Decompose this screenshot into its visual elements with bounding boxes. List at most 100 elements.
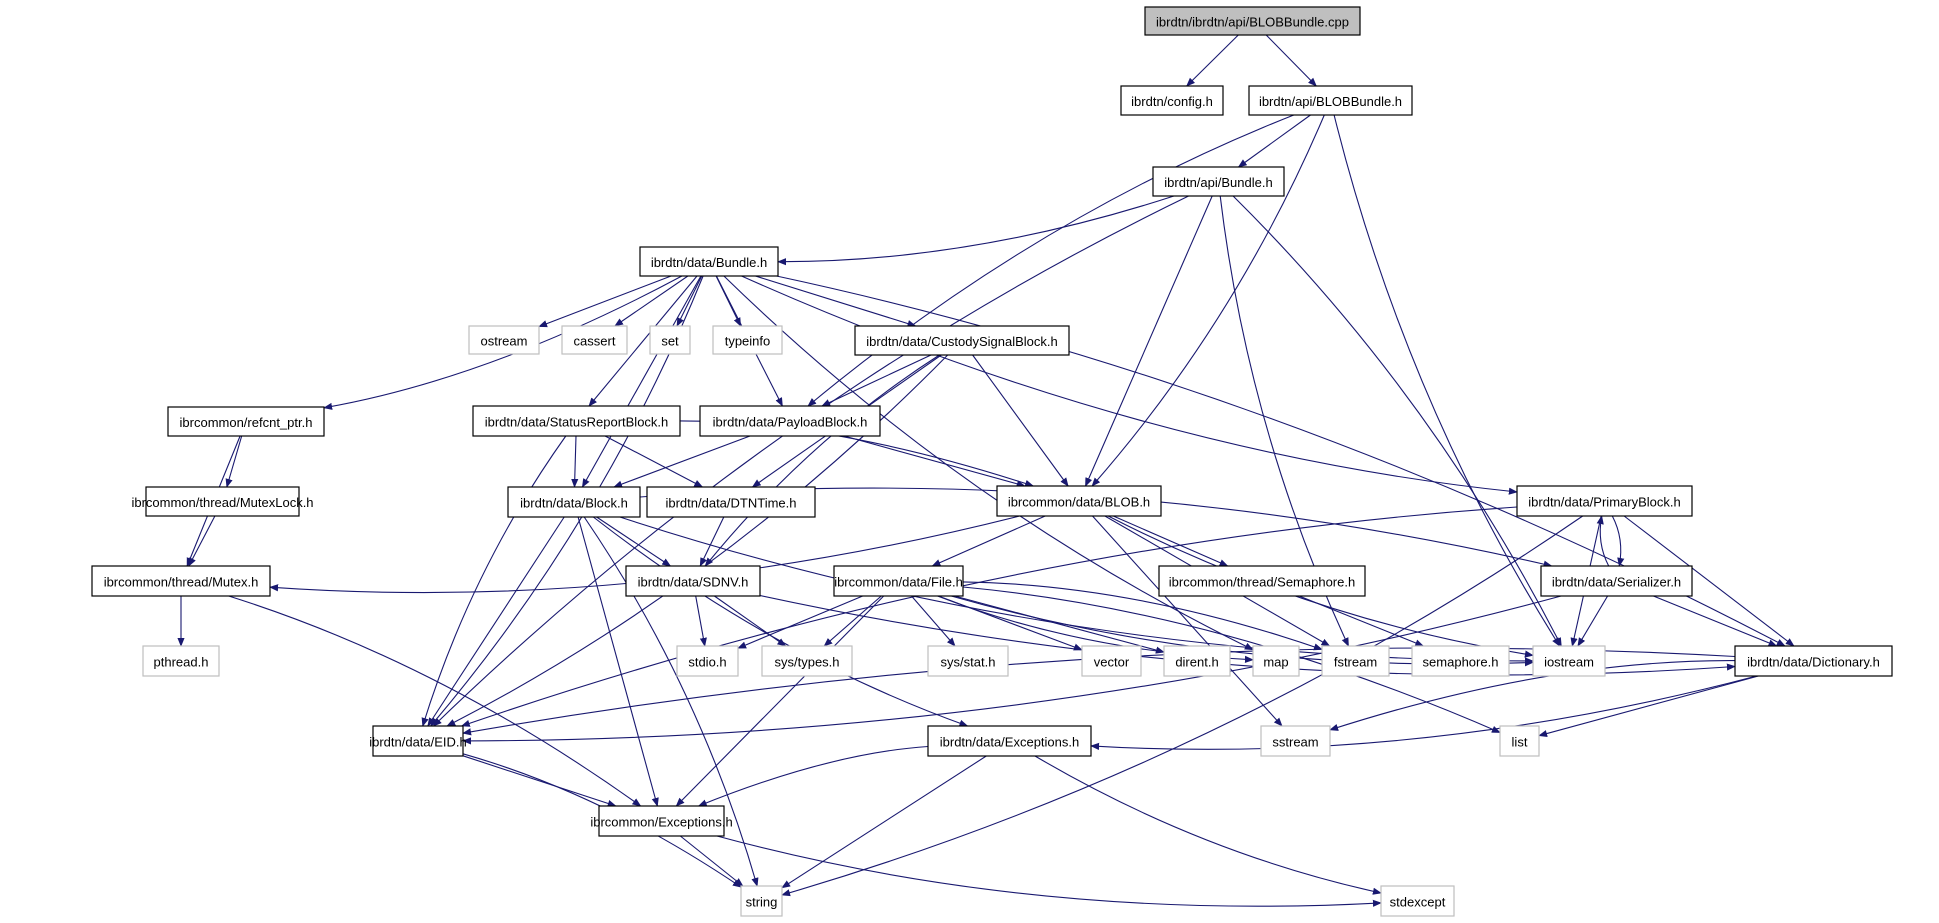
edge-dictionary-to-data_exc bbox=[1090, 675, 1757, 750]
node-box bbox=[996, 485, 1162, 517]
node-label: ibrcommon/Exceptions.h bbox=[590, 815, 732, 830]
edge-root-to-config bbox=[1186, 34, 1239, 87]
edge-payload-to-blob bbox=[844, 435, 1026, 488]
node-label: ibrdtn/api/BLOBBundle.h bbox=[1259, 94, 1402, 109]
node-box bbox=[625, 565, 761, 597]
node-box bbox=[598, 805, 725, 837]
node-box bbox=[649, 325, 691, 355]
node-refcnt[interactable]: ibrcommon/refcnt_ptr.h bbox=[167, 406, 325, 437]
node-semaphore-h[interactable]: ibrcommon/thread/Semaphore.h bbox=[1158, 565, 1366, 597]
edge-statusreport-to-block bbox=[571, 435, 579, 488]
node-mutexlock[interactable]: ibrcommon/thread/MutexLock.h bbox=[131, 486, 314, 517]
node-box bbox=[507, 486, 641, 518]
node-ostream: ostream bbox=[468, 325, 540, 355]
node-file[interactable]: ibrcommon/data/File.h bbox=[833, 565, 964, 597]
node-list: list bbox=[1499, 725, 1540, 757]
edge-serializer-to-dictionary bbox=[1653, 595, 1778, 647]
node-box bbox=[1260, 725, 1331, 757]
node-api-bundle[interactable]: ibrdtn/api/Bundle.h bbox=[1152, 166, 1285, 197]
node-payload[interactable]: ibrdtn/data/PayloadBlock.h bbox=[699, 405, 881, 437]
edge-blobbundle_h-to-blob bbox=[1091, 114, 1325, 487]
node-eid[interactable]: ibrdtn/data/EID.h bbox=[369, 725, 467, 757]
node-statusreport[interactable]: ibrdtn/data/StatusReportBlock.h bbox=[472, 405, 681, 437]
node-label: stdexcept bbox=[1390, 895, 1446, 910]
node-label: ibrdtn/data/PrimaryBlock.h bbox=[1528, 495, 1680, 510]
node-label: ostream bbox=[481, 334, 528, 349]
node-box bbox=[1144, 6, 1361, 36]
edge-primary-to-string bbox=[781, 515, 1584, 897]
node-box bbox=[833, 565, 964, 597]
node-box bbox=[1120, 85, 1224, 116]
edge-common_exc-to-string bbox=[679, 835, 744, 887]
edge-mutex-to-common_exc bbox=[228, 595, 642, 807]
node-stdio: stdio.h bbox=[676, 645, 739, 677]
edge-block-to-sdnv bbox=[596, 516, 672, 567]
node-sdnv[interactable]: ibrdtn/data/SDNV.h bbox=[625, 565, 761, 597]
edge-sdnv-to-stdio bbox=[695, 595, 707, 647]
node-label: typeinfo bbox=[725, 334, 771, 349]
node-data-exc[interactable]: ibrdtn/data/Exceptions.h bbox=[927, 725, 1092, 757]
node-box bbox=[927, 725, 1092, 757]
node-box bbox=[1081, 645, 1142, 677]
edge-data_exc-to-stdexcept bbox=[1034, 755, 1382, 895]
node-label: ibrdtn/data/EID.h bbox=[369, 735, 467, 750]
edge-serializer-to-primary bbox=[1596, 515, 1610, 567]
node-label: fstream bbox=[1334, 655, 1377, 670]
node-label: ibrdtn/data/CustodySignalBlock.h bbox=[866, 334, 1058, 349]
node-label: ibrcommon/data/File.h bbox=[834, 575, 963, 590]
node-semaphore: semaphore.h bbox=[1411, 645, 1510, 677]
node-sysstat: sys/stat.h bbox=[927, 645, 1009, 677]
node-block[interactable]: ibrdtn/data/Block.h bbox=[507, 486, 641, 518]
edge-sdnv-to-systypes bbox=[714, 595, 787, 647]
edge-data_bundle-to-statusreport bbox=[588, 275, 698, 407]
node-stdexcept: stdexcept bbox=[1380, 885, 1455, 917]
edge-data_bundle-to-primary bbox=[741, 275, 1518, 495]
node-label: ibrcommon/thread/MutexLock.h bbox=[131, 495, 313, 510]
node-label: ibrdtn/data/Dictionary.h bbox=[1747, 655, 1880, 670]
node-box bbox=[1248, 85, 1413, 116]
edge-custody-to-blob bbox=[972, 354, 1069, 487]
node-label: ibrdtn/ibrdtn/api/BLOBBundle.cpp bbox=[1156, 15, 1349, 30]
edge-serializer-to-iostream bbox=[1577, 595, 1609, 647]
node-common-exc[interactable]: ibrcommon/Exceptions.h bbox=[590, 805, 733, 837]
node-mutex[interactable]: ibrcommon/thread/Mutex.h bbox=[91, 565, 271, 597]
node-label: map bbox=[1263, 655, 1288, 670]
node-blobbundle-h[interactable]: ibrdtn/api/BLOBBundle.h bbox=[1248, 85, 1413, 116]
edge-statusreport-to-eid bbox=[421, 435, 567, 727]
node-label: vector bbox=[1094, 655, 1130, 670]
node-custody[interactable]: ibrdtn/data/CustodySignalBlock.h bbox=[854, 325, 1070, 356]
node-typeinfo: typeinfo bbox=[712, 325, 783, 355]
node-box bbox=[1532, 645, 1606, 677]
node-box bbox=[167, 406, 325, 437]
node-label: ibrdtn/data/DTNTime.h bbox=[665, 496, 796, 511]
node-pthread: pthread.h bbox=[142, 645, 220, 677]
node-box bbox=[712, 325, 783, 355]
edge-blob-to-file bbox=[931, 515, 1046, 567]
node-label: ibrcommon/thread/Mutex.h bbox=[104, 575, 259, 590]
edge-data_bundle-to-refcnt bbox=[323, 275, 683, 410]
edge-custody-to-sdnv bbox=[704, 354, 940, 567]
node-dtntime[interactable]: ibrdtn/data/DTNTime.h bbox=[646, 486, 816, 518]
node-label: ibrdtn/data/PayloadBlock.h bbox=[713, 415, 868, 430]
node-label: ibrdtn/config.h bbox=[1131, 94, 1213, 109]
node-box bbox=[1321, 645, 1390, 677]
node-data-bundle[interactable]: ibrdtn/data/Bundle.h bbox=[639, 246, 779, 277]
node-primary[interactable]: ibrdtn/data/PrimaryBlock.h bbox=[1516, 485, 1693, 517]
node-label: stdio.h bbox=[688, 655, 726, 670]
node-blob[interactable]: ibrcommon/data/BLOB.h bbox=[996, 485, 1162, 517]
node-serializer[interactable]: ibrdtn/data/Serializer.h bbox=[1540, 565, 1693, 597]
edge-data_bundle-to-cassert bbox=[614, 275, 689, 327]
edge-blob-to-sstream bbox=[1092, 515, 1283, 727]
node-fstream: fstream bbox=[1321, 645, 1390, 677]
node-set: set bbox=[649, 325, 691, 355]
node-root[interactable]: ibrdtn/ibrdtn/api/BLOBBundle.cpp bbox=[1144, 6, 1361, 36]
node-config[interactable]: ibrdtn/config.h bbox=[1120, 85, 1224, 116]
edge-data_bundle-to-custody bbox=[755, 275, 917, 328]
node-dirent: dirent.h bbox=[1163, 645, 1231, 677]
edge-api_bundle-to-iostream bbox=[1232, 195, 1562, 647]
node-box bbox=[142, 645, 220, 677]
node-vector: vector bbox=[1081, 645, 1142, 677]
node-box bbox=[1516, 485, 1693, 517]
node-dictionary[interactable]: ibrdtn/data/Dictionary.h bbox=[1734, 645, 1893, 677]
edge-dictionary-to-list bbox=[1538, 675, 1759, 738]
